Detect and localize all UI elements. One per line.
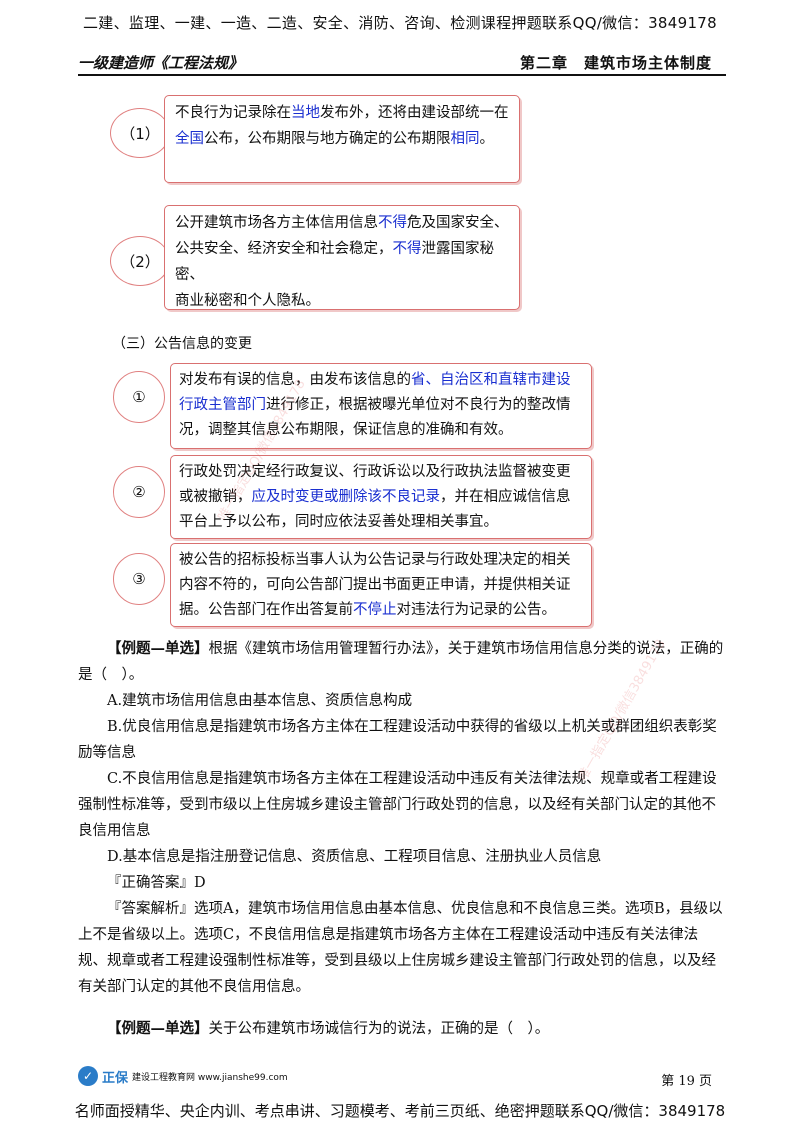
note-box-b: 行政处罚决定经行政复议、行政诉讼以及行政执法监督被变更 或被撤销，应及时变更或删…: [170, 455, 592, 539]
marker-circle-b: ②: [113, 466, 165, 518]
analysis: 『答案解析』选项A，建筑市场信用信息由基本信息、优良信息和不良信息三类。选项B，…: [78, 901, 723, 995]
logo-icon: ✓: [78, 1066, 98, 1086]
option-a: A.建筑市场信用信息由基本信息、资质信息构成: [107, 693, 413, 709]
marker-circle-a: ①: [113, 371, 165, 423]
answer: 『正确答案』D: [107, 875, 206, 891]
question-1-stem: 【例题—单选】根据《建筑市场信用管理暂行办法》，关于建筑市场信用信息分类的说法，…: [78, 640, 724, 683]
note-box-a: 对发布有误的信息，由发布该信息的省、自治区和直辖市建设 行政主管部门进行修正，根…: [170, 363, 592, 449]
option-d: D.基本信息是指注册登记信息、资质信息、工程项目信息、注册执业人员信息: [107, 849, 602, 865]
question-1: 【例题—单选】根据《建筑市场信用管理暂行办法》，关于建筑市场信用信息分类的说法，…: [78, 636, 726, 1000]
header-divider: [78, 74, 726, 76]
note-box-1: 不良行为记录除在当地发布外，还将由建设部统一在 全国公布，公布期限与地方确定的公…: [164, 95, 520, 183]
section-title: （三）公告信息的变更: [112, 336, 252, 352]
header-book-title: 一级建造师《工程法规》: [78, 54, 244, 72]
note-box-2: 公开建筑市场各方主体信用信息不得危及国家安全、 公共安全、经济安全和社会稳定，不…: [164, 205, 520, 310]
top-banner: 二建、监理、一建、一造、二造、安全、消防、咨询、检测课程押题联系QQ/微信：38…: [83, 14, 717, 32]
marker-circle-2: （2）: [110, 236, 170, 286]
bottom-banner: 名师面授精华、央企内训、考点串讲、习题模考、考前三页纸、绝密押题联系QQ/微信：…: [74, 1102, 726, 1120]
marker-circle-1: （1）: [110, 108, 170, 158]
footer-logo: ✓ 正保 建设工程教育网 www.jianshe99.com: [78, 1066, 288, 1086]
note-box-c: 被公告的招标投标当事人认为公告记录与行政处理决定的相关 内容不符的，可向公告部门…: [170, 543, 592, 627]
page-number: 第 19 页: [661, 1074, 712, 1089]
option-b: B.优良信用信息是指建筑市场各方主体在工程建设活动中获得的省级以上机关或群团组织…: [78, 719, 717, 761]
question-2: 【例题—单选】关于公布建筑市场诚信行为的说法，正确的是（ ）。: [107, 1020, 550, 1037]
header-chapter-title: 第二章 建筑市场主体制度: [519, 54, 712, 72]
option-c: C.不良信用信息是指建筑市场各方主体在工程建设活动中违反有关法律法规、规章或者工…: [78, 771, 717, 839]
marker-circle-c: ③: [113, 553, 165, 605]
